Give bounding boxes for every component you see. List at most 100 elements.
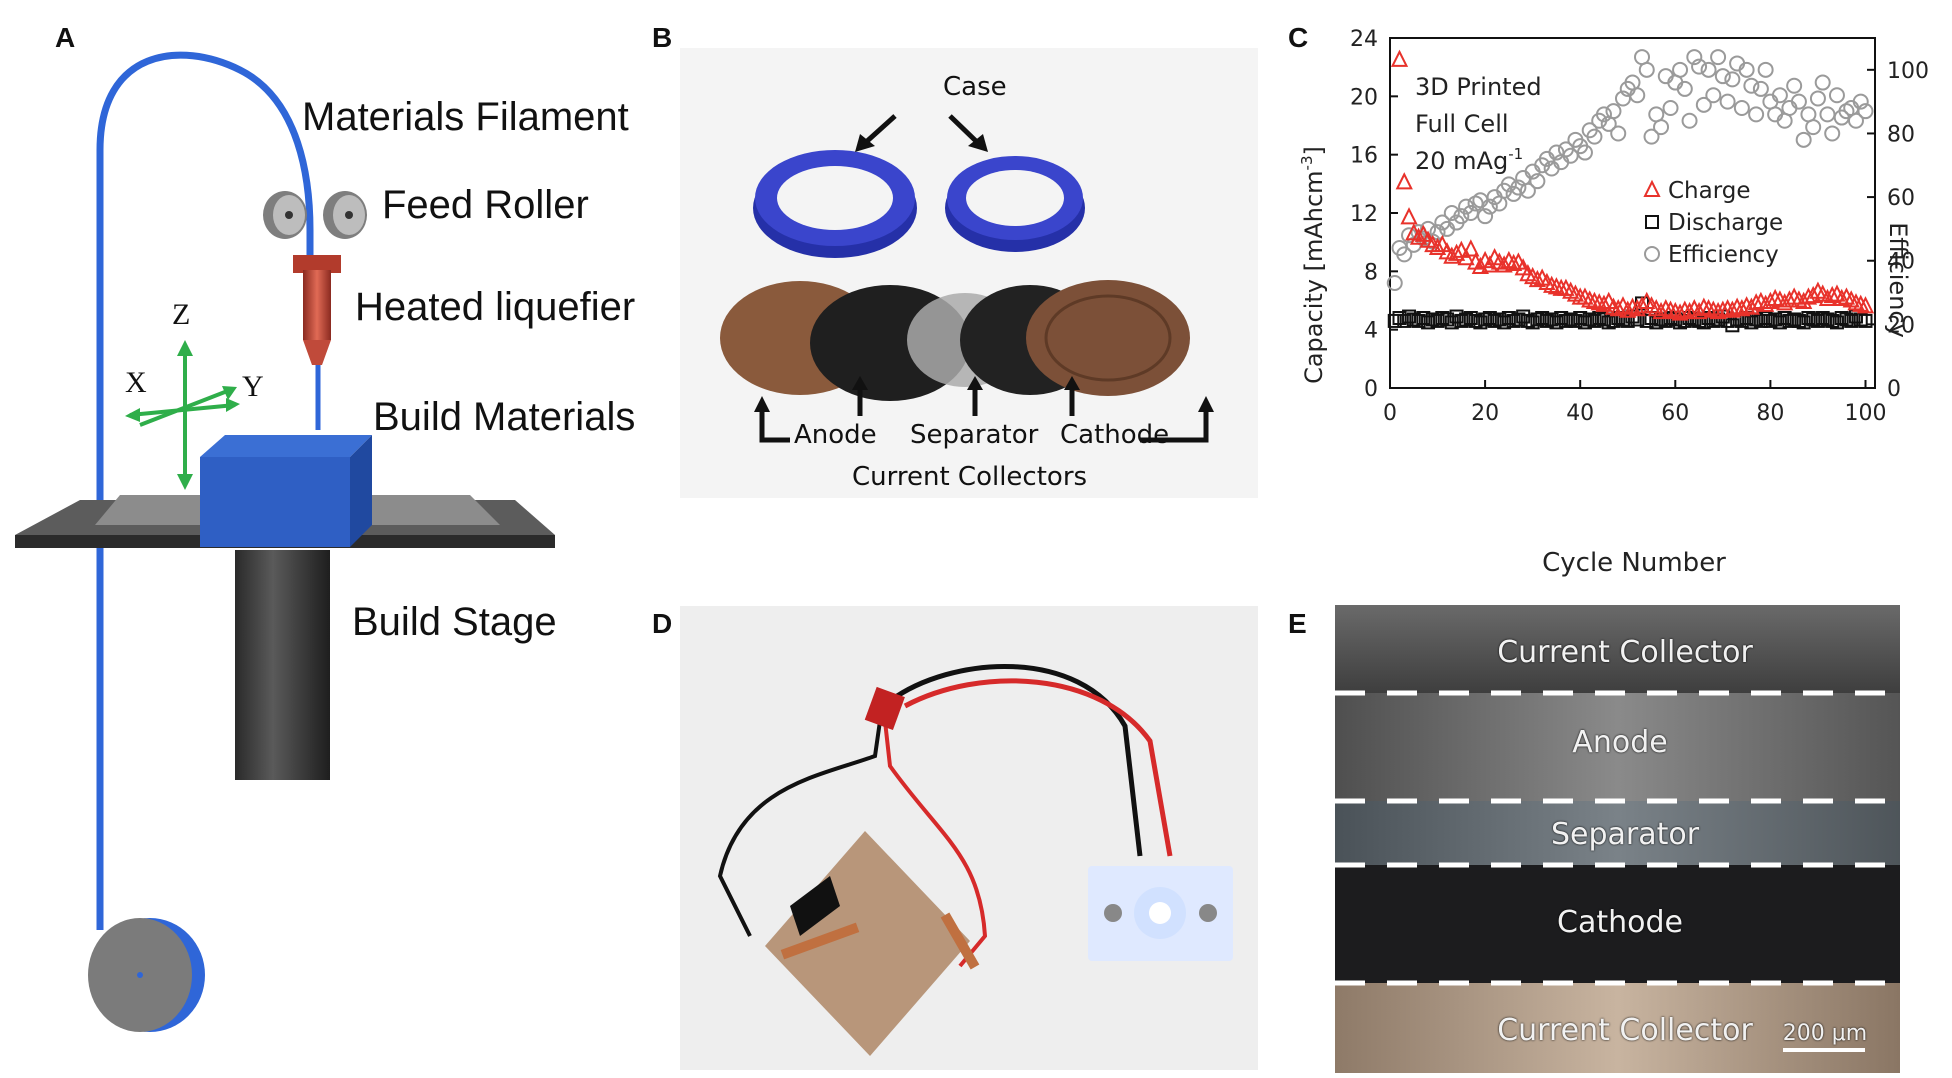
- efficiency-point: [1676, 80, 1693, 97]
- efficiency-point: [1638, 61, 1655, 78]
- cross-section-micrograph: [1335, 605, 1900, 1073]
- discharge-point: [1620, 313, 1635, 328]
- series-efficiency: [1386, 49, 1874, 291]
- discharge-point: [1506, 313, 1521, 328]
- charge-point: [1409, 227, 1428, 245]
- charge-point: [1823, 285, 1841, 304]
- efficiency-point: [1795, 131, 1812, 148]
- charge-point: [1619, 300, 1637, 318]
- charge-point: [1733, 299, 1751, 317]
- discharge-point: [1411, 313, 1426, 328]
- discharge-point: [1406, 312, 1421, 327]
- charge-point: [1856, 296, 1875, 314]
- series-charge: [1390, 49, 1875, 321]
- discharge-point: [1858, 313, 1873, 328]
- efficiency-point: [1819, 106, 1836, 123]
- charge-point: [1462, 239, 1480, 257]
- charge-point: [1852, 294, 1870, 312]
- charge-point: [1676, 300, 1694, 318]
- discharge-point: [1459, 312, 1474, 327]
- efficiency-point: [1629, 87, 1646, 104]
- label-current-collectors: Current Collectors: [852, 462, 1088, 492]
- efficiency-point: [1724, 71, 1741, 88]
- panel-a-printer-illustration: [15, 51, 555, 1032]
- efficiency-point: [1477, 208, 1494, 225]
- x-tick-label: 0: [1383, 401, 1397, 426]
- chart-annotation-superscript: -1: [1508, 145, 1523, 163]
- axis-label-y: Y: [242, 370, 264, 403]
- x-tick-label: 80: [1756, 401, 1784, 426]
- discharge-point: [1549, 315, 1564, 330]
- discharge-point: [1596, 312, 1611, 327]
- efficiency-point: [1605, 103, 1622, 120]
- discharge-point: [1753, 313, 1768, 328]
- discharge-point: [1501, 311, 1516, 325]
- efficiency-point: [1738, 61, 1755, 78]
- efficiency-point: [1662, 100, 1679, 116]
- efficiency-point: [1481, 198, 1498, 215]
- charge-point: [1680, 301, 1699, 320]
- discharge-point: [1430, 313, 1445, 328]
- y2-tick-label: 60: [1887, 186, 1915, 211]
- discharge-point: [1806, 312, 1821, 327]
- discharge-point: [1825, 313, 1840, 328]
- charge-point: [1400, 207, 1418, 225]
- charge-point: [1452, 240, 1470, 258]
- series-discharge: [1387, 296, 1873, 333]
- efficiency-point: [1752, 80, 1769, 97]
- chart-ylabel-close: ]: [1300, 146, 1328, 155]
- y2-tick-label: 40: [1887, 250, 1915, 275]
- axis-label-z: Z: [172, 298, 191, 331]
- charge-point: [1723, 300, 1741, 318]
- charge-point: [1585, 291, 1604, 309]
- chart-ylabel-text: Capacity [mAhcm: [1300, 170, 1328, 383]
- efficiency-point: [1790, 93, 1807, 110]
- legend-label-charge: Charge: [1668, 178, 1751, 204]
- efficiency-point: [1691, 58, 1708, 75]
- efficiency-point: [1681, 112, 1698, 129]
- discharge-point: [1601, 315, 1616, 330]
- efficiency-point: [1748, 106, 1765, 123]
- chart-annotation-line-3-text: 20 mAg: [1415, 147, 1508, 175]
- efficiency-point: [1733, 100, 1750, 116]
- label-case: Case: [943, 72, 1007, 102]
- discharge-point: [1487, 313, 1502, 328]
- panel-b-letter: B: [652, 22, 673, 53]
- charge-point: [1457, 247, 1475, 266]
- discharge-point: [1587, 313, 1602, 328]
- efficiency-point: [1719, 93, 1736, 110]
- efficiency-point: [1857, 103, 1874, 120]
- filament: [96, 51, 314, 930]
- discharge-point: [1815, 311, 1830, 325]
- y-tick-label: 24: [1350, 27, 1378, 52]
- efficiency-point: [1852, 93, 1869, 110]
- y-tick-label: 16: [1350, 144, 1378, 169]
- discharge-point: [1387, 313, 1402, 328]
- efficiency-point: [1714, 68, 1731, 85]
- chart-annotation-line-2: Full Cell: [1415, 110, 1509, 138]
- discharge-point: [1654, 312, 1669, 327]
- efficiency-point: [1653, 119, 1670, 136]
- discharge-point: [1425, 312, 1440, 327]
- chart-annotation-line-1: 3D Printed: [1415, 73, 1542, 101]
- panel-b-photo: Case Anode Separator Cathode Current Col…: [680, 48, 1258, 498]
- discharge-point: [1568, 313, 1583, 328]
- layer-label-current-collector-bottom: Current Collector: [1497, 1013, 1753, 1048]
- discharge-point: [1563, 312, 1578, 327]
- discharge-point: [1539, 313, 1554, 328]
- x-tick-label: 60: [1661, 401, 1689, 426]
- panel-e-micrograph: Current Collector Anode Separator Cathod…: [1335, 605, 1900, 1073]
- y2-tick-label: 20: [1887, 313, 1915, 338]
- charge-point: [1657, 299, 1675, 317]
- chart-annotation-line-3: 20 mAg-1: [1415, 145, 1523, 175]
- charge-point: [1847, 293, 1865, 311]
- layer-label-separator: Separator: [1550, 817, 1700, 852]
- discharge-point: [1649, 315, 1664, 330]
- charge-point: [1595, 294, 1613, 312]
- charge-point: [1766, 288, 1784, 307]
- xyz-axes: [125, 340, 240, 490]
- label-separator: Separator: [910, 420, 1039, 450]
- discharge-point: [1763, 313, 1778, 328]
- panel-d-letter: D: [652, 608, 673, 639]
- efficiency-point: [1786, 77, 1803, 94]
